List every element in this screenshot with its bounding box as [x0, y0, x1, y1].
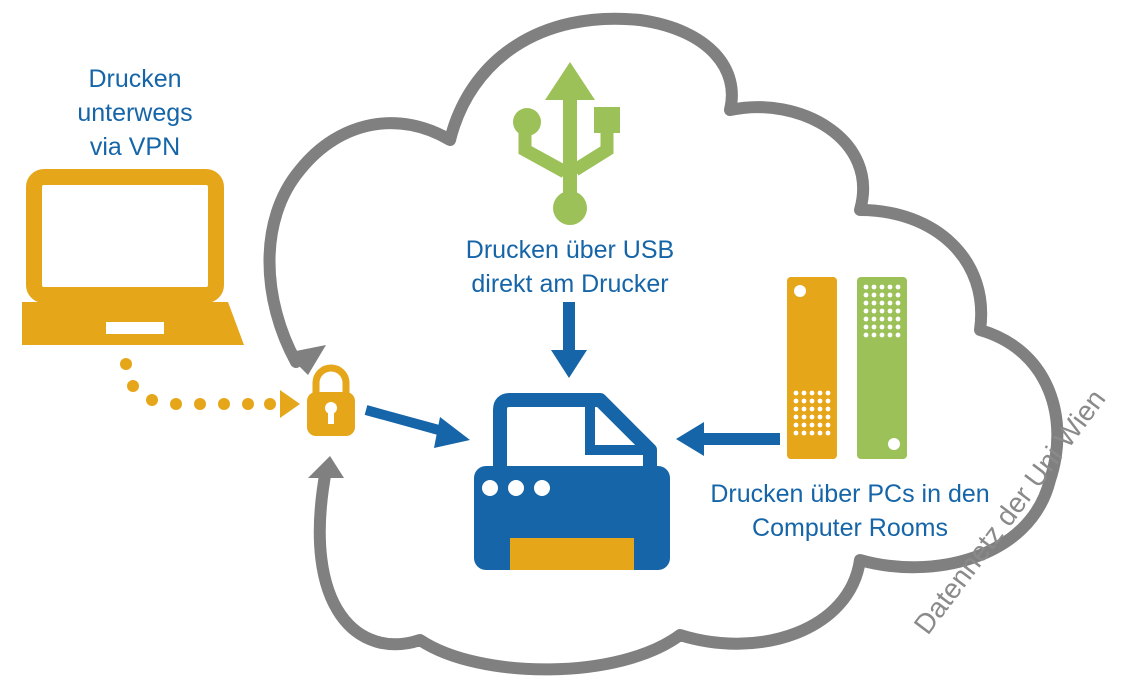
vent-dot [879, 300, 885, 306]
vent-dot [793, 430, 799, 436]
label-vpn: Drucken unterwegs via VPN [40, 62, 230, 164]
vent-dot [793, 406, 799, 412]
vent-dot [825, 390, 831, 396]
vent-dot [895, 308, 901, 314]
vent-dot [801, 430, 807, 436]
vent-dot [809, 430, 815, 436]
pc-tower-green-icon [857, 277, 907, 459]
vent-dot [809, 422, 815, 428]
vent-dot [809, 398, 815, 404]
vent-dot [825, 414, 831, 420]
vent-dot [887, 324, 893, 330]
label-vpn-line: Drucken [88, 65, 182, 93]
vent-dot [871, 308, 877, 314]
vent-dot [895, 292, 901, 298]
vent-dot [863, 300, 869, 306]
padlock-icon [307, 364, 355, 436]
arrow-pcs-to-printer [676, 422, 780, 456]
vpn-dotted-link [120, 358, 300, 418]
vent-dot [817, 390, 823, 396]
vent-dot [801, 390, 807, 396]
arrow-vpn-to-printer [364, 405, 470, 448]
vent-dot [801, 414, 807, 420]
cloud-arrowhead-top [286, 345, 326, 375]
vent-dot [887, 292, 893, 298]
vent-dot [895, 324, 901, 330]
vent-dot [801, 406, 807, 412]
label-usb-line: Drucken über USB [465, 236, 675, 264]
vent-dot [863, 284, 869, 290]
vent-dot [801, 422, 807, 428]
vent-dot [817, 430, 823, 436]
cloud-outline [263, 12, 1064, 676]
label-pcs-line: Computer Rooms [752, 514, 948, 542]
vent-dot [871, 292, 877, 298]
vent-dot [887, 308, 893, 314]
vent-dot [825, 422, 831, 428]
usb-icon [513, 62, 620, 225]
vent-dot [863, 332, 869, 338]
vent-dot [879, 332, 885, 338]
vent-dot [817, 422, 823, 428]
vent-dot [887, 284, 893, 290]
vent-dot [863, 316, 869, 322]
vent-dot [825, 430, 831, 436]
vent-dot [887, 316, 893, 322]
vent-dot [887, 300, 893, 306]
vent-dot [817, 398, 823, 404]
vent-dot [895, 300, 901, 306]
vent-dot [871, 316, 877, 322]
vent-dot [793, 398, 799, 404]
vent-dot [793, 422, 799, 428]
vent-dot [793, 390, 799, 396]
vent-dot [879, 324, 885, 330]
vent-dot [879, 316, 885, 322]
label-pcs-line: Drucken über PCs in den [710, 480, 990, 508]
vent-dot [871, 324, 877, 330]
label-usb: Drucken über USB direkt am Drucker [420, 233, 720, 301]
vent-dot [825, 406, 831, 412]
vent-dot [825, 398, 831, 404]
laptop-icon [22, 169, 244, 345]
cloud-arrowhead-bottom [308, 456, 344, 478]
vent-dot [863, 324, 869, 330]
vent-dot [871, 300, 877, 306]
vent-dot [895, 332, 901, 338]
arrow-usb-to-printer [551, 302, 587, 378]
vent-dot [863, 292, 869, 298]
label-vpn-line: via VPN [89, 133, 181, 161]
vent-dot [801, 398, 807, 404]
vent-dot [809, 414, 815, 420]
vent-dot [871, 332, 877, 338]
vent-dot [879, 308, 885, 314]
vent-dot [895, 284, 901, 290]
vent-dot [879, 284, 885, 290]
vent-dot [895, 316, 901, 322]
vent-dot [809, 406, 815, 412]
pc-tower-orange-icon [787, 277, 837, 459]
vent-dot [871, 284, 877, 290]
printer-icon [474, 393, 670, 570]
vent-dot [817, 406, 823, 412]
vent-dot [809, 390, 815, 396]
vent-dot [879, 292, 885, 298]
vent-dot [863, 308, 869, 314]
vent-dot [817, 414, 823, 420]
vent-dot [887, 332, 893, 338]
label-vpn-line: unterwegs [77, 99, 193, 127]
vent-dot [793, 414, 799, 420]
label-usb-line: direkt am Drucker [471, 270, 669, 298]
label-pcs: Drucken über PCs in den Computer Rooms [690, 477, 1010, 545]
